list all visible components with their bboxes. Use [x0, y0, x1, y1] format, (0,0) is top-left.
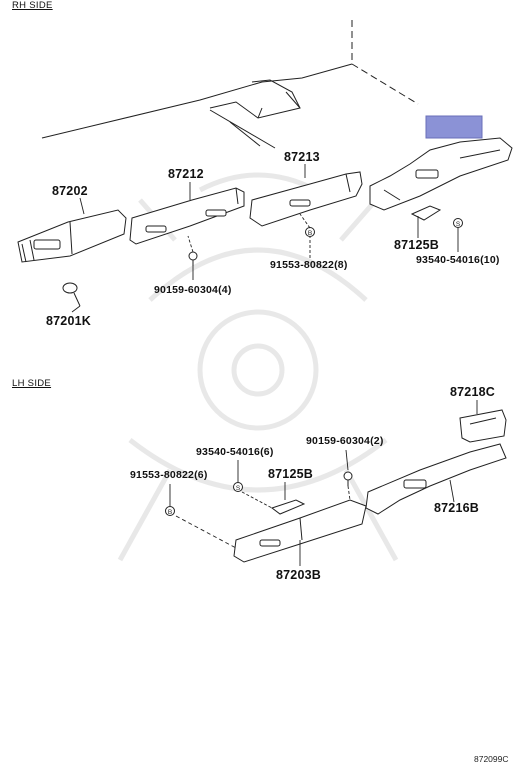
watermark-emblem [117, 172, 399, 562]
highlighted-part-box[interactable] [425, 115, 483, 139]
rh-leader-lines [71, 164, 459, 313]
clip-b-symbol-lh: B [168, 509, 172, 516]
part-87202 [17, 209, 127, 263]
label-87125b-rh[interactable]: 87125B [394, 238, 439, 252]
label-87125b-lh[interactable]: 87125B [268, 467, 313, 481]
part-rh-panel [369, 137, 513, 211]
screw-87201k [62, 282, 81, 307]
label-91553-rh[interactable]: 91553-80822(8) [270, 259, 348, 271]
part-87213 [249, 171, 363, 227]
label-87203b[interactable]: 87203B [276, 568, 321, 582]
label-90159-lh[interactable]: 90159-60304(2) [306, 435, 384, 447]
section-rh-side: RH SIDE [12, 0, 53, 11]
label-87202[interactable]: 87202 [52, 184, 88, 198]
section-lh-side: LH SIDE [12, 378, 52, 389]
roof-outline [41, 20, 419, 149]
bolt-90159-lh [343, 471, 353, 486]
part-87216b [365, 443, 507, 515]
part-87218c [459, 409, 507, 443]
label-87218c[interactable]: 87218C [450, 385, 495, 399]
label-90159-rh[interactable]: 90159-60304(4) [154, 284, 232, 296]
image-code: 872099C [474, 754, 509, 764]
lh-leader-lines [169, 400, 478, 566]
clip-s-symbol-rh: S [456, 221, 461, 228]
label-87213[interactable]: 87213 [284, 150, 320, 164]
clip-b-symbol-rh: B [308, 230, 312, 237]
label-87216b[interactable]: 87216B [434, 501, 479, 515]
label-91553-lh[interactable]: 91553-80822(6) [130, 469, 208, 481]
clip-s-symbol-lh: S [236, 485, 241, 492]
part-87125b-rh [410, 205, 442, 221]
part-87212 [129, 187, 245, 245]
label-87201k[interactable]: 87201K [46, 314, 91, 328]
label-87212[interactable]: 87212 [168, 167, 204, 181]
part-87125b-lh [270, 499, 306, 515]
label-93540-lh[interactable]: 93540-54016(6) [196, 446, 274, 458]
part-87203b [233, 499, 367, 563]
label-93540-rh[interactable]: 93540-54016(10) [416, 254, 500, 266]
